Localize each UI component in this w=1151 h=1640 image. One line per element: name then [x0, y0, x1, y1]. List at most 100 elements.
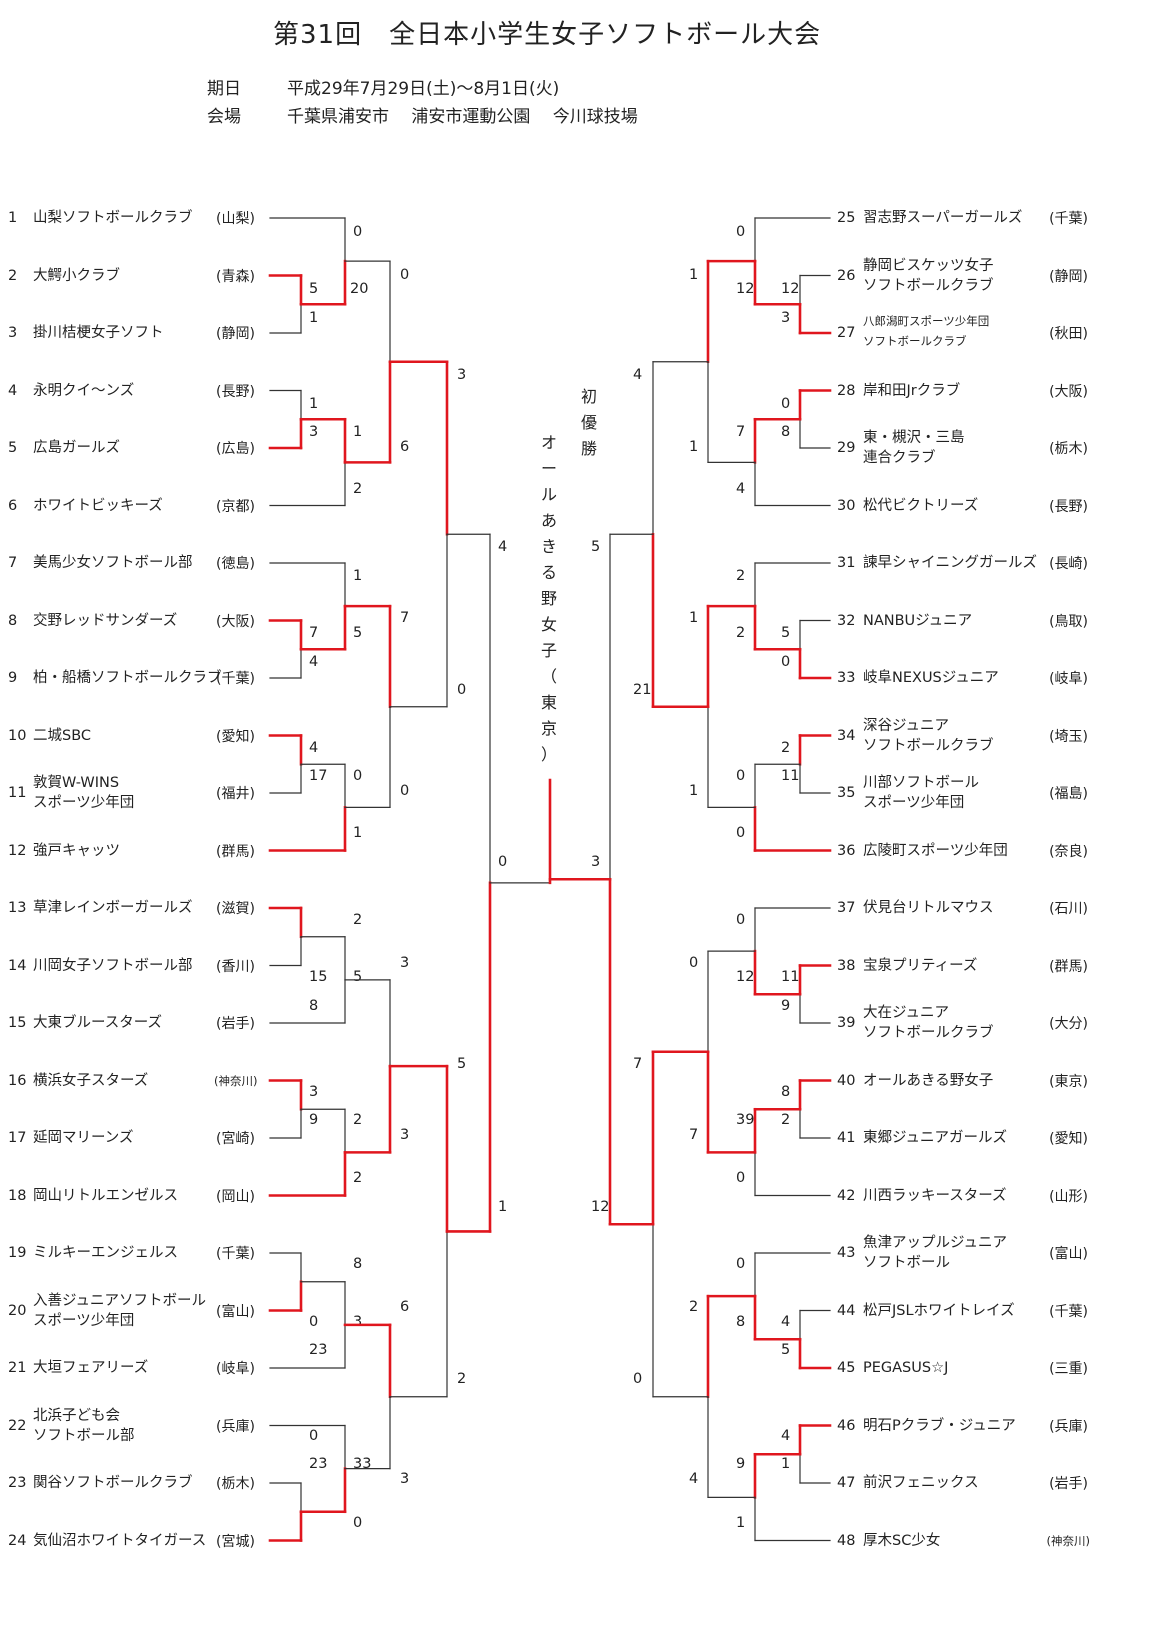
- team-prefecture: (岐阜): [216, 1361, 255, 1377]
- team-name-line2: スポーツ少年団: [33, 795, 135, 811]
- match-score: 5: [353, 625, 363, 641]
- team-name: 柏・船橋ソフトボールクラブ: [33, 670, 222, 686]
- team-prefecture: (青森): [216, 268, 255, 285]
- team-name: 川部ソフトボール: [863, 775, 979, 791]
- team-name: 大東ブルースターズ: [33, 1015, 163, 1031]
- match-score: 8: [353, 1256, 363, 1272]
- match-score: 6: [400, 1299, 410, 1315]
- match-score: 12: [781, 281, 800, 297]
- team-prefecture: (広島): [216, 441, 255, 457]
- match-score: 6: [400, 439, 410, 455]
- match-score: 0: [736, 1256, 746, 1272]
- match-score: 2: [353, 912, 363, 928]
- match-score: 0: [736, 224, 746, 240]
- match-score: 1: [353, 825, 363, 841]
- team-prefecture: (大阪): [1049, 383, 1088, 400]
- match-score: 20: [350, 281, 369, 297]
- team-prefecture: (山形): [1049, 1188, 1088, 1205]
- team-name: 宝泉プリティーズ: [863, 957, 978, 974]
- team-prefecture: (岩手): [216, 1016, 255, 1032]
- team-prefecture: (栃木): [1049, 441, 1088, 457]
- team-prefecture: (愛知): [216, 728, 255, 745]
- team-name: 岡山リトルエンゼルス: [33, 1187, 178, 1204]
- team-name: 入善ジュニアソフトボール: [33, 1292, 206, 1309]
- match-score: 2: [353, 1112, 363, 1128]
- match-score: 1: [689, 439, 699, 455]
- match-score: 0: [457, 682, 467, 698]
- match-score: 23: [309, 1456, 328, 1472]
- match-score: 4: [736, 481, 746, 497]
- team-prefecture: (山梨): [216, 211, 255, 227]
- team-name: 延岡マリーンズ: [33, 1130, 134, 1146]
- team-number: 24: [8, 1532, 27, 1549]
- team-name: 大在ジュニア: [863, 1005, 949, 1021]
- match-score: 15: [309, 969, 328, 985]
- team-prefecture: (三重): [1049, 1361, 1088, 1377]
- team-name: 横浜女子スターズ: [33, 1072, 149, 1089]
- team-number: 14: [8, 957, 27, 974]
- match-score: 1: [353, 568, 363, 584]
- team-name: 交野レッドサンダーズ: [33, 612, 178, 629]
- team-name-line2: スポーツ少年団: [33, 1312, 135, 1329]
- team-name: 広陵町スポーツ少年団: [863, 842, 1008, 859]
- date-label: 期日: [207, 79, 241, 99]
- team-prefecture: (岩手): [1049, 1476, 1088, 1492]
- team-name: 松代ビクトリーズ: [863, 497, 979, 514]
- match-score: 1: [689, 267, 699, 283]
- match-score: 7: [736, 424, 746, 440]
- match-score: 0: [689, 955, 699, 971]
- team-prefecture: (石川): [1049, 901, 1088, 917]
- team-number: 16: [8, 1072, 27, 1089]
- match-score: 8: [736, 1314, 746, 1330]
- match-score: 0: [400, 783, 410, 799]
- match-score: 5: [353, 969, 363, 985]
- team-name-line2: ソフトボールクラブ: [863, 737, 994, 754]
- match-score: 0: [353, 224, 363, 240]
- match-score: 0: [736, 825, 746, 841]
- match-score: 1: [309, 310, 319, 326]
- team-number: 8: [8, 612, 18, 629]
- team-prefecture: (宮城): [216, 1533, 255, 1550]
- match-score: 2: [736, 625, 746, 641]
- champion-label: 初優勝: [580, 387, 597, 458]
- match-score: 5: [457, 1056, 467, 1072]
- match-score: 3: [400, 1471, 410, 1487]
- team-name-line2: ソフトボール部: [33, 1427, 135, 1444]
- team-name: 静岡ビスケッツ女子: [863, 257, 994, 274]
- match-score: 12: [736, 281, 755, 297]
- team-number: 21: [8, 1360, 27, 1376]
- team-number: 34: [837, 727, 856, 744]
- match-score: 2: [457, 1371, 467, 1387]
- team-name: 永明クイ～ンズ: [33, 382, 135, 399]
- team-prefecture: (長野): [1049, 498, 1088, 515]
- match-score: 3: [400, 955, 410, 971]
- team-prefecture: (大分): [1049, 1016, 1088, 1032]
- match-score: 3: [309, 424, 319, 440]
- team-name-line2: ソフトボールクラブ: [863, 277, 994, 294]
- match-score: 5: [591, 539, 601, 555]
- match-score: 8: [781, 424, 791, 440]
- match-score: 0: [309, 1314, 319, 1330]
- team-number: 40: [837, 1072, 856, 1089]
- team-number: 45: [837, 1360, 856, 1376]
- team-prefecture: (福井): [216, 786, 255, 802]
- team-name-line2: ソフトボールクラブ: [863, 334, 967, 348]
- team-number: 19: [8, 1245, 27, 1261]
- team-name: 強戸キャッツ: [33, 842, 120, 859]
- match-score: 4: [781, 1428, 791, 1444]
- team-name: 川西ラッキースターズ: [863, 1187, 1007, 1204]
- team-prefecture: (群馬): [216, 843, 255, 860]
- team-name-line2: 連合クラブ: [863, 450, 936, 466]
- team-prefecture: (千葉): [216, 671, 255, 687]
- team-number: 27: [837, 325, 856, 341]
- match-score: 3: [457, 367, 467, 383]
- team-name: ホワイトビッキーズ: [33, 497, 163, 514]
- team-number: 32: [837, 612, 856, 629]
- match-score: 1: [689, 783, 699, 799]
- match-score: 7: [309, 625, 319, 641]
- match-score: 11: [781, 969, 800, 985]
- match-score: 3: [591, 854, 601, 870]
- team-prefecture: (静岡): [216, 326, 255, 342]
- team-prefecture: (滋賀): [216, 901, 255, 917]
- match-score: 0: [353, 768, 363, 784]
